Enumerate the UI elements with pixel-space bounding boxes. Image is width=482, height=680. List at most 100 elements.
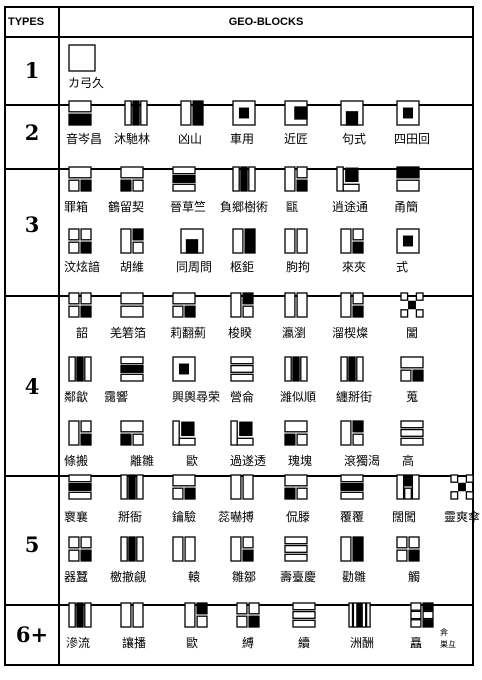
example-characters: 讓播 — [122, 636, 147, 650]
block-shape-icon — [172, 474, 196, 500]
block-shape-icon — [172, 536, 196, 562]
example-characters: 檄撤覦 — [110, 570, 147, 584]
block-shape-icon — [120, 420, 144, 446]
block-shape-icon — [396, 100, 420, 126]
block-shape-icon — [230, 356, 254, 382]
example-characters: 觸 — [408, 570, 421, 584]
type-label-3: 3 — [24, 212, 40, 237]
block-shape-icon — [336, 166, 360, 192]
example-characters: 洲酬 — [350, 636, 375, 650]
example-characters: 興輿尋荣 — [172, 390, 221, 404]
block-shape-icon — [284, 474, 308, 500]
example-characters: 近匠 — [284, 132, 309, 146]
block-shape-icon — [284, 292, 308, 318]
geo-blocks-table: TYPES GEO-BLOCKS 1 2 3 4 5 6+ カ弓久音岑昌沐馳林凶… — [4, 6, 480, 666]
block-shape-icon — [230, 420, 254, 446]
example-characters: 覆覆 — [340, 510, 365, 524]
block-shape-icon — [184, 602, 208, 628]
example-characters: 音岑昌 — [66, 132, 103, 146]
block-shape-icon — [400, 420, 424, 446]
block-shape-icon — [68, 356, 92, 382]
example-characters: 歐 — [186, 636, 199, 650]
block-shape-icon — [172, 292, 196, 318]
example-characters: 營侖 — [230, 390, 255, 404]
block-shape-icon — [340, 474, 364, 500]
block-shape-icon — [284, 356, 308, 382]
example-characters: 車用 — [230, 132, 255, 146]
block-shape-icon — [68, 292, 92, 318]
example-characters: 壽臺慶 — [280, 570, 317, 584]
block-shape-icon — [284, 166, 308, 192]
example-characters: 蕊嚇搏 — [218, 510, 255, 524]
block-shape-icon — [396, 474, 420, 500]
block-shape-icon — [180, 228, 204, 254]
type-label-6plus: 6+ — [15, 622, 49, 647]
column-divider — [58, 8, 60, 664]
example-characters: 高 — [402, 454, 415, 468]
block-shape-icon — [340, 420, 364, 446]
example-characters: 莉翻薊 — [170, 326, 207, 340]
example-characters: 離雛 — [130, 454, 155, 468]
example-characters: 晉草竺 — [170, 200, 207, 214]
block-shape-icon — [340, 292, 364, 318]
example-characters: 器蠶 — [64, 570, 89, 584]
example-characters: 雛鄒 — [232, 570, 257, 584]
block-shape-icon — [120, 602, 144, 628]
block-shape-icon — [232, 166, 256, 192]
block-shape-icon — [68, 44, 96, 72]
block-shape-icon — [396, 228, 420, 254]
type-label-5: 5 — [24, 532, 40, 557]
block-shape-icon — [230, 292, 254, 318]
block-shape-icon — [292, 602, 316, 628]
example-characters: 闊闖 — [392, 510, 417, 524]
example-characters: 韶 — [76, 326, 89, 340]
block-shape-icon — [120, 228, 144, 254]
example-characters: 沐馳林 — [114, 132, 151, 146]
block-shape-icon — [120, 536, 144, 562]
geo-blocks-column-header: GEO-BLOCKS — [228, 16, 304, 28]
block-shape-icon — [180, 100, 204, 126]
example-characters: 歐 — [186, 454, 199, 468]
example-characters: 轅 — [188, 570, 201, 584]
block-shape-icon — [340, 228, 364, 254]
example-characters: 靈爽傘 — [444, 510, 481, 524]
block-shape-icon — [340, 536, 364, 562]
example-characters: 靄響 — [104, 390, 129, 404]
example-characters: 柩鉅 — [230, 260, 255, 274]
block-shape-icon — [340, 100, 364, 126]
block-shape-icon — [120, 292, 144, 318]
block-shape-icon — [396, 536, 420, 562]
type-label-4: 4 — [24, 374, 40, 399]
block-shape-icon — [68, 474, 92, 500]
block-shape-icon — [348, 602, 372, 628]
example-characters: 條搬 — [64, 454, 89, 468]
example-characters: 續 — [298, 636, 311, 650]
example-characters: 濰似順 — [280, 390, 317, 404]
example-characters: 纏掰街 — [336, 390, 373, 404]
block-shape-icon — [230, 536, 254, 562]
row-divider — [6, 36, 472, 38]
block-shape-icon — [120, 474, 144, 500]
example-characters: カ弓久 — [68, 76, 105, 90]
example-characters: 來夾 — [342, 260, 367, 274]
block-shape-icon — [236, 602, 260, 628]
block-shape-icon — [120, 356, 144, 382]
block-shape-icon — [124, 100, 148, 126]
example-characters: 縛 — [242, 636, 255, 650]
example-characters: 闔 — [406, 326, 419, 340]
block-shape-icon — [284, 420, 308, 446]
example-characters: 勸雛 — [342, 570, 367, 584]
block-shape-icon — [284, 100, 308, 126]
block-shape-icon — [68, 100, 92, 126]
example-characters: 句式 — [342, 132, 367, 146]
block-shape-icon — [172, 356, 196, 382]
example-characters: 甬簡 — [394, 200, 419, 214]
example-characters: 朐拘 — [286, 260, 311, 274]
example-characters: 滲流 — [66, 636, 91, 650]
block-shape-icon — [450, 474, 474, 500]
example-characters: 逍途通 — [332, 200, 369, 214]
example-characters: 胡維 — [120, 260, 145, 274]
block-shape-icon — [68, 536, 92, 562]
example-characters: 弇 — [440, 628, 448, 637]
example-characters: 掰衙 — [118, 510, 143, 524]
